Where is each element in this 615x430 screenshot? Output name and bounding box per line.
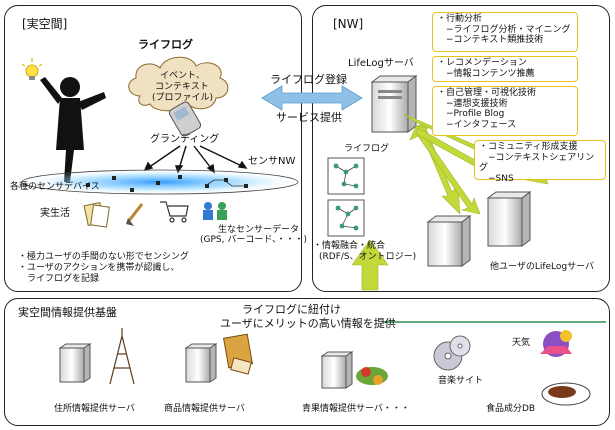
produce-server-label: 青果情報提供サーバ・・・ bbox=[302, 404, 410, 414]
callout-3-line-2: −連想支援技術 bbox=[437, 98, 508, 109]
food-plate-icon bbox=[541, 382, 591, 406]
callout-2-line-1: ・レコメンデーション bbox=[437, 58, 527, 68]
callout-3-line-4: −インタフェース bbox=[437, 119, 517, 130]
callout-behavior-analysis: ・行動分析 −ライフログ分析・マイニング −コンテキスト類推技術 bbox=[432, 12, 578, 52]
callout-1-line-3: −コンテキスト類推技術 bbox=[437, 35, 544, 45]
cloud-line-1: イベント、 bbox=[160, 71, 205, 81]
callout-3-line-1: ・自己管理・可視化技術 bbox=[437, 88, 537, 98]
music-site-label: 音楽サイト bbox=[438, 376, 484, 386]
vegetables-icon bbox=[356, 367, 388, 385]
food-db-label: 食品成分DB bbox=[486, 404, 536, 414]
weather-label: 天気 bbox=[512, 338, 531, 348]
service-provide-label: サービス提供 bbox=[276, 111, 342, 124]
nw-lifelog-label: ライフログ bbox=[344, 144, 390, 154]
cloud-line-3: (プロファイル) bbox=[152, 93, 214, 103]
lifelog-server-icon bbox=[370, 75, 418, 133]
callout-4-line-3: −SNS bbox=[479, 173, 514, 184]
sensor-nw-label: センサNW bbox=[248, 156, 296, 167]
nw-title: [NW] bbox=[333, 17, 364, 31]
sensor-nodes bbox=[86, 175, 248, 192]
lifelog-server-label: LifeLogサーバ bbox=[348, 58, 414, 69]
person-figure bbox=[40, 77, 106, 182]
other-server-label: 他ユーザのLifeLogサーバ bbox=[490, 262, 595, 272]
bullet-2: ・ユーザのアクションを携帯が認識し、 bbox=[18, 263, 180, 273]
center-line-2: ユーザにメリットの高い情報を提供 bbox=[220, 317, 396, 330]
music-cd-icon bbox=[433, 335, 471, 371]
info-platform-panel bbox=[4, 298, 610, 426]
shopping-cart-icon bbox=[160, 201, 189, 223]
sensor-devices-label: 各種のセンサデバイス bbox=[10, 182, 100, 192]
register-service-arrow bbox=[261, 85, 363, 111]
product-server-icon bbox=[184, 343, 218, 383]
lifelog-label: ライフログ bbox=[138, 38, 193, 51]
callout-1-line-2: −ライフログ分析・マイニング bbox=[437, 24, 571, 35]
real-space-title: [実空間] bbox=[22, 17, 68, 31]
real-space-panel bbox=[4, 5, 302, 292]
center-line-1: ライフログに紐付け bbox=[242, 303, 341, 316]
eiffel-tower-icon bbox=[109, 328, 135, 385]
raw-sensor-line-2: (GPS, バーコード、・・・) bbox=[200, 235, 307, 245]
sale-tag-icon bbox=[222, 333, 254, 375]
lifelog-graph-icon bbox=[327, 157, 365, 237]
cloud-line-2: コンテキスト bbox=[155, 82, 209, 92]
callout-4-line-1: ・コミュニティ形成支援 bbox=[479, 142, 578, 152]
lightbulb-icon bbox=[21, 58, 43, 80]
platform-title: 実空間情報提供基盤 bbox=[18, 306, 117, 319]
lifelog-register-label: ライフログ登録 bbox=[270, 73, 347, 86]
grounding-arrows bbox=[143, 145, 248, 174]
context-cloud bbox=[128, 56, 229, 112]
people-icon bbox=[203, 202, 227, 220]
fusion-line-2: (RDF/S、オントロジー) bbox=[319, 252, 417, 262]
callout-1-line-1: ・行動分析 bbox=[437, 14, 483, 24]
callout-community: ・コミュニティ形成支援 −コンテキストシェアリング −SNS bbox=[474, 140, 606, 184]
weather-icon bbox=[540, 330, 572, 357]
fusion-line-1: ・情報融合・統合 bbox=[313, 241, 386, 251]
callout-recommendation: ・レコメンデーション −情報コンテンツ推薦 bbox=[432, 56, 578, 82]
documents-icon bbox=[83, 201, 110, 228]
produce-server-icon bbox=[320, 351, 354, 389]
real-life-label: 実生活 bbox=[40, 208, 70, 219]
mobile-phone-icon bbox=[168, 101, 202, 137]
pen-icon bbox=[126, 203, 144, 226]
raw-sensor-line-1: 生なセンサーデータ bbox=[218, 225, 300, 235]
bullet-3: ライフログを記録 bbox=[18, 274, 100, 284]
product-server-label: 商品情報提供サーバ bbox=[164, 404, 245, 414]
callout-self-management: ・自己管理・可視化技術 −連想支援技術 −Profile Blog −インタフェ… bbox=[432, 86, 578, 136]
callout-2-line-2: −情報コンテンツ推薦 bbox=[437, 68, 535, 79]
address-server-icon bbox=[58, 343, 92, 383]
bullet-1: ・極力ユーザの手間のない形でセンシング bbox=[18, 252, 189, 262]
callout-4-line-2: −コンテキストシェアリング bbox=[479, 152, 595, 174]
address-server-label: 住所情報提供サーバ bbox=[54, 404, 135, 414]
grounding-label: グランディング bbox=[150, 134, 220, 145]
callout-3-line-3: −Profile Blog bbox=[437, 109, 505, 119]
other-user-server-icon bbox=[426, 191, 532, 267]
